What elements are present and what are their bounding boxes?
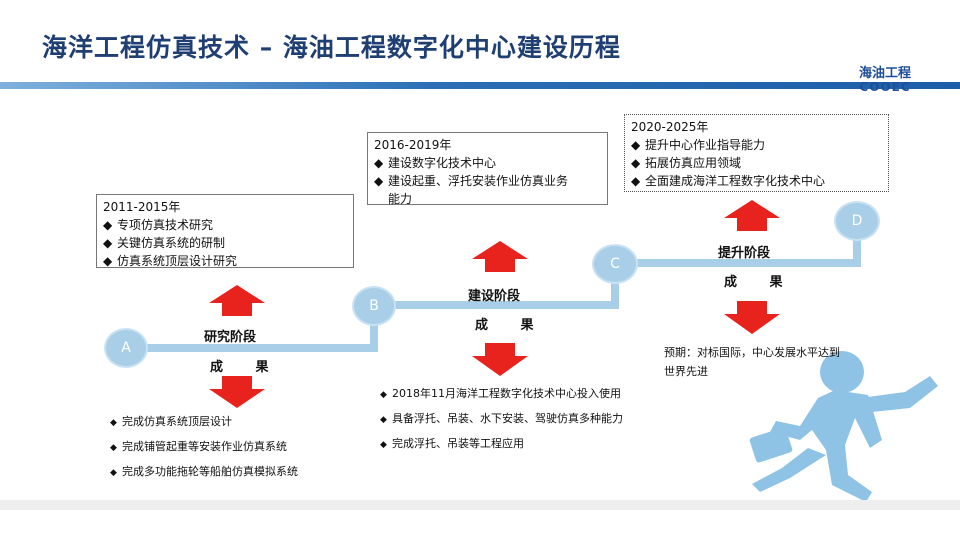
period-years: 2016-2019年 <box>374 138 452 152</box>
stage-build-result: 成 果 <box>475 318 548 333</box>
period-box-2011: 2011-2015年 ◆专项仿真技术研究 ◆关键仿真系统的研制 ◆仿真系统顶层设… <box>96 194 354 268</box>
logo-en-text: COOEC <box>859 80 911 94</box>
bullet-icon: ◆ <box>110 443 117 453</box>
arrow-up-icon <box>724 200 780 231</box>
list-item: ◆完成铺管起重等安装作业仿真系统 <box>110 435 298 460</box>
milestone-a: A <box>104 328 148 368</box>
period-item: 能力 <box>388 192 413 206</box>
list-item: ◆2018年11月海洋工程数字化技术中心投入使用 <box>380 382 623 407</box>
bullet-icon: ◆ <box>103 254 113 268</box>
bullet-icon: ◆ <box>110 468 117 478</box>
list-item: 预期：对标国际，中心发展水平达到 <box>664 346 840 359</box>
arrow-down-icon <box>209 376 265 408</box>
stage-upgrade-result: 成 果 <box>724 275 797 290</box>
period-item: ◆仿真系统顶层设计研究 <box>103 254 238 268</box>
bullet-icon: ◆ <box>631 174 641 188</box>
milestone-d: D <box>834 201 880 241</box>
arrow-up-icon <box>209 285 265 316</box>
period-item: ◆建设起重、浮托安装作业仿真业务 <box>374 174 569 188</box>
footer-bar <box>0 500 960 510</box>
stage-research-result: 成 果 <box>210 360 283 375</box>
bullet-icon: ◆ <box>380 390 387 400</box>
milestone-b: B <box>352 286 396 326</box>
period-years: 2020-2025年 <box>631 120 709 134</box>
bullet-icon: ◆ <box>103 218 113 232</box>
arrow-down-icon <box>724 301 780 334</box>
period-item: ◆建设数字化技术中心 <box>374 156 497 170</box>
title-divider-bar <box>0 82 960 89</box>
arrow-up-icon <box>472 241 528 272</box>
bullet-icon: ◆ <box>380 440 387 450</box>
page-title: 海洋工程仿真技术 – 海油工程数字化中心建设历程 <box>42 33 621 62</box>
bullet-icon: ◆ <box>374 156 384 170</box>
timeline-step-line <box>125 220 861 352</box>
list-item: ◆完成仿真系统顶层设计 <box>110 410 298 435</box>
company-logo: 海油工程 COOEC <box>850 66 920 94</box>
stage-build-label: 建设阶段 <box>468 289 521 304</box>
period-item: ◆拓展仿真应用领域 <box>631 156 742 170</box>
outcomes-research: ◆完成仿真系统顶层设计 ◆完成铺管起重等安装作业仿真系统 ◆完成多功能拖轮等船舶… <box>110 410 298 485</box>
bullet-icon: ◆ <box>110 418 117 428</box>
arrow-down-icon <box>472 343 528 376</box>
stage-research-label: 研究阶段 <box>204 330 257 345</box>
stage-upgrade-label: 提升阶段 <box>718 246 771 261</box>
period-item: ◆提升中心作业指导能力 <box>631 138 766 152</box>
outcomes-upgrade: 预期：对标国际，中心发展水平达到 世界先进 <box>664 343 840 381</box>
bullet-icon: ◆ <box>380 415 387 425</box>
logo-cn-text: 海油工程 <box>858 66 911 81</box>
list-item: 世界先进 <box>664 365 708 378</box>
milestone-c: C <box>592 244 638 284</box>
bullet-icon: ◆ <box>374 174 384 188</box>
bullet-icon: ◆ <box>103 236 113 250</box>
bullet-icon: ◆ <box>631 138 641 152</box>
runner-illustration <box>749 351 938 502</box>
list-item: ◆完成多功能拖轮等船舶仿真模拟系统 <box>110 460 298 485</box>
period-years: 2011-2015年 <box>103 200 181 214</box>
list-item: ◆具备浮托、吊装、水下安装、驾驶仿真多种能力 <box>380 407 623 432</box>
period-item: ◆全面建成海洋工程数字化技术中心 <box>631 174 826 188</box>
period-item: ◆关键仿真系统的研制 <box>103 236 226 250</box>
bullet-icon: ◆ <box>631 156 641 170</box>
outcomes-build: ◆2018年11月海洋工程数字化技术中心投入使用 ◆具备浮托、吊装、水下安装、驾… <box>380 382 623 457</box>
period-box-2020: 2020-2025年 ◆提升中心作业指导能力 ◆拓展仿真应用领域 ◆全面建成海洋… <box>624 114 889 192</box>
period-box-2016: 2016-2019年 ◆建设数字化技术中心 ◆建设起重、浮托安装作业仿真业务 能… <box>367 132 608 206</box>
period-item: ◆专项仿真技术研究 <box>103 218 214 232</box>
list-item: ◆完成浮托、吊装等工程应用 <box>380 432 623 457</box>
